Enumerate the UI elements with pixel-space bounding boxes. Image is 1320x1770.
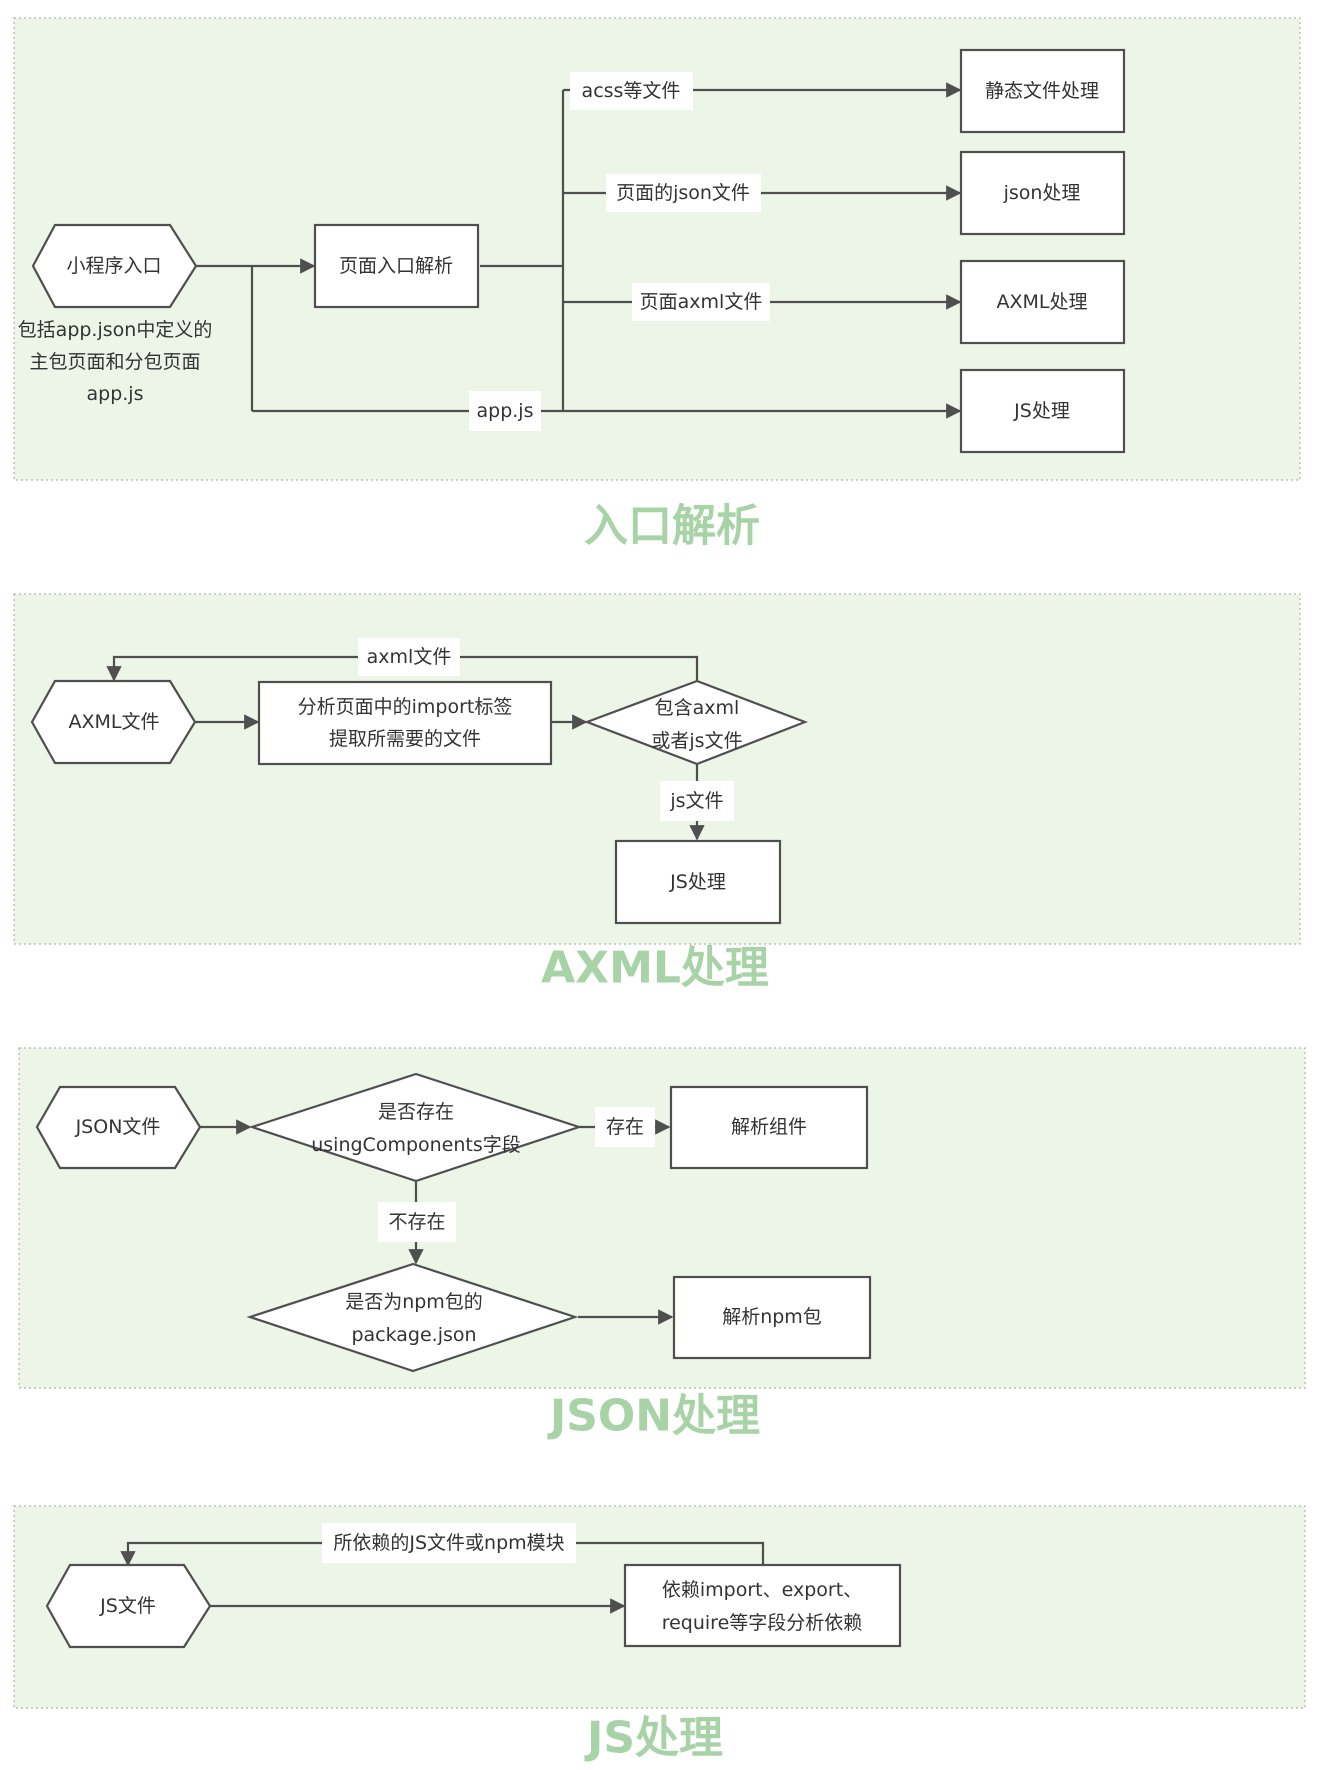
label-bg-axml: [632, 283, 770, 321]
note-line-2: 主包页面和分包页面: [29, 351, 200, 373]
decision-using-components: [248, 1072, 583, 1183]
note-line-3: app.js: [87, 383, 144, 405]
start-node-js-file: [45, 1563, 212, 1649]
node-json-process: [959, 150, 1126, 236]
section-title-js: JS处理: [584, 1713, 723, 1764]
section-title-entry-parse: 入口解析: [584, 501, 760, 552]
node-analyze-import: [257, 680, 553, 766]
start-node-mini-program: [31, 223, 198, 309]
edge-label-acss: acss等文件: [582, 80, 681, 102]
label-bg-js-file: [660, 781, 734, 821]
edge-label-json: 页面的json文件: [616, 182, 750, 204]
section-axml: axml文件 js文件 AXML文件 分析页面中的import标签 提取所需要的…: [13, 593, 1301, 994]
node-parse-component: [669, 1085, 869, 1170]
node-parse-component-label: 解析组件: [731, 1116, 807, 1138]
section-title-axml: AXML处理: [541, 943, 769, 994]
section-json: 存在 不存在 JSON文件 是否存在 usingComponents字段 解析组…: [18, 1047, 1306, 1442]
start-node-axml-file: [30, 679, 197, 765]
edge-label-appjs: app.js: [477, 400, 534, 422]
edge-label-axml: 页面axml文件: [640, 291, 763, 313]
decision-using-components-line-1: 是否存在: [378, 1101, 454, 1123]
panel-json: [18, 1047, 1306, 1389]
note-line-1: 包括app.json中定义的: [18, 319, 213, 341]
label-bg-json: [606, 174, 761, 212]
node-page-entry-parse-label: 页面入口解析: [339, 255, 453, 277]
decision-contains-line-2: 或者js文件: [651, 730, 742, 752]
start-node-axml-file-label: AXML文件: [69, 711, 160, 733]
node-axml-process: [959, 259, 1126, 345]
node-json-process-label: json处理: [1003, 182, 1081, 204]
decision-npm-line-1: 是否为npm包的: [345, 1291, 483, 1313]
edge-label-deps: 所依赖的JS文件或npm模块: [333, 1532, 564, 1554]
label-bg-loop-axml: [358, 638, 460, 676]
node-analyze-deps-line-2: require等字段分析依赖: [662, 1612, 863, 1634]
start-node-label: 小程序入口: [66, 255, 161, 277]
node-page-entry-parse: [313, 223, 480, 309]
section-js: 所依赖的JS文件或npm模块 JS文件 依赖import、export、 req…: [13, 1505, 1306, 1764]
label-bg-not-exists: [378, 1202, 456, 1242]
edge-label-not-exists: 不存在: [388, 1211, 445, 1233]
node-parse-npm: [672, 1275, 872, 1360]
edge-label-js-file: js文件: [669, 790, 723, 812]
node-static-file-label: 静态文件处理: [985, 80, 1099, 102]
node-analyze-deps-line-1: 依赖import、export、: [662, 1579, 862, 1601]
node-static-file: [959, 48, 1126, 134]
label-bg-deps: [322, 1523, 576, 1563]
start-node-js-file-label: JS文件: [99, 1595, 156, 1617]
node-js-process-2-label: JS处理: [669, 871, 726, 893]
section-title-json: JSON处理: [547, 1391, 760, 1442]
decision-using-components-line-2: usingComponents字段: [311, 1134, 521, 1156]
node-analyze-deps: [623, 1563, 902, 1648]
node-analyze-import-line-1: 分析页面中的import标签: [298, 696, 513, 718]
edge-label-exists: 存在: [606, 1116, 644, 1138]
start-node-json-file: [35, 1085, 202, 1170]
label-bg-appjs: [469, 391, 541, 431]
node-js-process-2: [614, 839, 782, 925]
start-node-json-file-label: JSON文件: [75, 1116, 161, 1138]
label-bg-exists: [595, 1107, 655, 1147]
decision-npm-line-2: package.json: [351, 1324, 476, 1346]
node-js-process: [959, 368, 1126, 454]
section-entry-parse: acss等文件 页面的json文件 页面axml文件 app.js 小程序入口 …: [13, 17, 1301, 552]
node-axml-process-label: AXML处理: [997, 291, 1088, 313]
decision-contains-line-1: 包含axml: [655, 697, 740, 719]
node-parse-npm-label: 解析npm包: [722, 1306, 822, 1328]
label-bg-acss: [570, 72, 693, 110]
node-analyze-import-line-2: 提取所需要的文件: [329, 728, 481, 750]
node-js-process-label: JS处理: [1013, 400, 1070, 422]
edge-label-loop-axml: axml文件: [367, 646, 452, 668]
decision-contains-axml-js: [583, 679, 809, 766]
decision-npm-package-json: [246, 1262, 579, 1373]
